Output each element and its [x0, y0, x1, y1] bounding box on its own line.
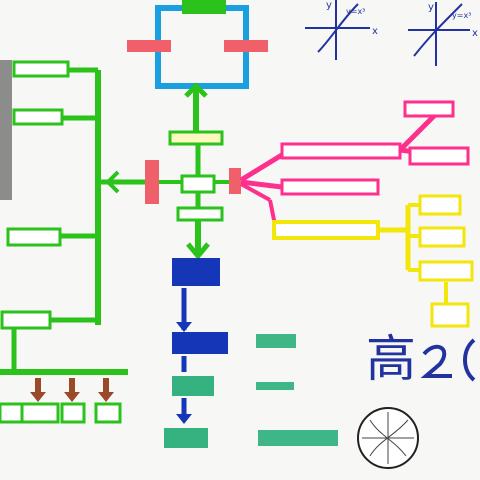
graph-sketches: x y y=x³ x y y=x³ — [305, 0, 478, 66]
yellow-branch-group — [268, 194, 474, 328]
yellow-label-2 — [418, 226, 466, 248]
pink-label-top-right — [403, 100, 455, 118]
left-graph-curve-label: y=x³ — [346, 7, 365, 16]
top-left-red-label — [127, 40, 171, 52]
circle-sketch — [357, 407, 419, 469]
bottom-label-4 — [94, 402, 122, 424]
blue-box-2 — [172, 332, 228, 354]
center-bottom-label — [176, 206, 224, 222]
top-green-label — [182, 0, 226, 14]
up-arrow — [184, 82, 208, 98]
left-label-4 — [0, 310, 52, 330]
right-graph-curve-label: y=x³ — [452, 11, 471, 20]
center-top-label — [168, 130, 224, 146]
right-graph-x-label: x — [472, 28, 478, 39]
left-green-trunk — [0, 67, 145, 375]
bottom-label-2 — [20, 402, 60, 424]
zero-stroke — [463, 338, 476, 382]
left-label-2 — [12, 108, 64, 126]
left-red-tall-label — [145, 160, 159, 204]
blue-chain — [172, 258, 228, 424]
bottom-label-3 — [60, 402, 86, 424]
left-edge-shadow — [0, 60, 12, 200]
teal-side-1 — [256, 334, 296, 348]
yellow-label-4 — [430, 302, 470, 328]
left-graph-x-label: x — [372, 26, 378, 37]
teal-chain — [164, 334, 338, 448]
teal-side-2 — [256, 382, 294, 390]
function-node — [180, 174, 216, 194]
bottom-brown-arrows — [30, 378, 114, 402]
left-branch-labels — [0, 60, 122, 424]
teal-box-1 — [172, 376, 214, 396]
bottom-label-1 — [0, 402, 24, 424]
left-graph-y-label: y — [326, 0, 332, 11]
right-red-tall-label — [229, 168, 241, 194]
pink-label-right — [408, 146, 470, 166]
left-label-1 — [12, 60, 70, 78]
pink-branch-group — [239, 100, 470, 202]
top-right-red-label — [224, 40, 268, 52]
yellow-label-main — [272, 220, 380, 240]
top-blue-loop — [127, 0, 268, 132]
pink-label-main — [280, 142, 402, 160]
teal-box-2 — [164, 428, 208, 448]
left-label-3 — [6, 227, 62, 247]
yellow-label-1 — [418, 194, 462, 216]
teal-side-3 — [258, 430, 338, 446]
right-graph-y-label: y — [428, 2, 434, 13]
two-stroke — [420, 344, 452, 378]
big-glyph: 高 — [366, 330, 416, 388]
center-function-box — [145, 130, 241, 260]
yellow-label-3 — [418, 260, 474, 282]
blue-box-1 — [172, 258, 220, 286]
down-arrow — [186, 242, 210, 260]
pink-label-lower — [280, 178, 380, 196]
